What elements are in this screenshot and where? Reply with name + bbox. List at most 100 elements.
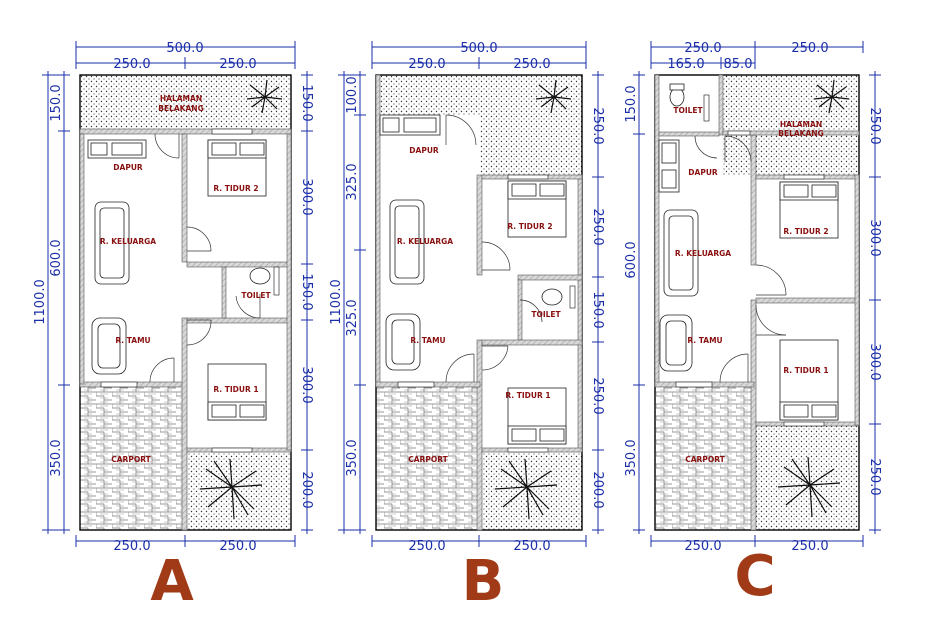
room-label: TOILET <box>241 291 271 300</box>
rear-yard-area <box>80 75 291 131</box>
room-label: CARPORT <box>685 455 725 464</box>
carport-paving <box>80 385 185 530</box>
plant-icon <box>777 79 850 518</box>
dimension-label: 200.0 <box>299 471 314 508</box>
room-label: R. TIDUR 1 <box>213 385 258 394</box>
dimension-label: 165.0 <box>667 57 704 72</box>
room-label: R. TAMU <box>115 336 150 345</box>
dimension-label: 250.0 <box>791 539 828 554</box>
dimension-label: 250.0 <box>867 107 882 144</box>
plant-icon <box>494 79 572 520</box>
dimension-label: 200.0 <box>590 471 605 508</box>
door-swings <box>445 114 543 383</box>
room-label: R. TIDUR 1 <box>783 366 828 375</box>
room-label: R. TAMU <box>687 336 722 345</box>
room-label: CARPORT <box>111 455 151 464</box>
room-label: HALAMAN <box>780 120 822 129</box>
dimension-label: 350.0 <box>624 439 639 476</box>
dimension-label: 250.0 <box>684 41 721 56</box>
dimension-label: 85.0 <box>724 57 753 72</box>
dimension-label: 250.0 <box>219 539 256 554</box>
room-label: R. TAMU <box>410 336 445 345</box>
room-label: TOILET <box>531 310 561 319</box>
toilet-icon <box>669 87 685 107</box>
dimension-label: 600.0 <box>624 241 639 278</box>
dimension-label: 1100.0 <box>329 279 344 325</box>
dimension-label: 150.0 <box>299 273 314 310</box>
windows <box>397 174 576 453</box>
room-label: TOILET <box>673 106 703 115</box>
room-label: R. TIDUR 2 <box>783 227 828 236</box>
room-label: DAPUR <box>113 163 143 172</box>
dimension-label: 250.0 <box>590 377 605 414</box>
dimension-lines <box>633 41 881 547</box>
room-label: BELAKANG <box>158 104 203 113</box>
front-garden-area <box>185 450 291 530</box>
plant-icon <box>199 79 283 520</box>
windows <box>675 94 825 427</box>
room-label: R. KELUARGA <box>675 249 731 258</box>
dimension-label: 300.0 <box>867 219 882 256</box>
dimension-label: 300.0 <box>867 343 882 380</box>
plan-a: HALAMAN BELAKANG DAPUR R. TIDUR 2 R. KEL… <box>33 41 314 614</box>
dimension-label: 250.0 <box>408 57 445 72</box>
plan-letter: B <box>462 549 505 614</box>
furniture <box>379 114 567 445</box>
toilet-icon <box>249 267 271 285</box>
windows <box>100 128 280 453</box>
dimension-label: 250.0 <box>113 57 150 72</box>
room-label: DAPUR <box>688 168 718 177</box>
room-label: R. TIDUR 1 <box>505 391 550 400</box>
dimension-label: 1100.0 <box>33 279 48 325</box>
front-garden-area <box>754 425 859 530</box>
room-label: R. TIDUR 2 <box>507 222 552 231</box>
dimension-label: 250.0 <box>590 107 605 144</box>
room-label: CARPORT <box>408 455 448 464</box>
carport-paving <box>655 387 754 530</box>
rear-yard-area <box>480 75 582 175</box>
dimension-label: 250.0 <box>791 41 828 56</box>
dimension-label: 250.0 <box>408 539 445 554</box>
dimension-label: 300.0 <box>299 178 314 215</box>
dimension-label: 300.0 <box>299 366 314 403</box>
dimension-label: 325.0 <box>345 163 360 200</box>
dimension-label: 150.0 <box>49 84 64 121</box>
room-label: R. TIDUR 2 <box>213 184 258 193</box>
dimension-label: 150.0 <box>590 291 605 328</box>
dimension-label: 350.0 <box>345 439 360 476</box>
room-label: DAPUR <box>409 146 439 155</box>
room-label: BELAKANG <box>778 129 823 138</box>
dimension-label: 150.0 <box>624 85 639 122</box>
furniture <box>87 139 271 421</box>
dimension-label: 250.0 <box>867 458 882 495</box>
dimension-label: 325.0 <box>345 299 360 336</box>
rear-yard-area <box>376 75 480 115</box>
dimension-lines <box>42 41 313 547</box>
dimension-lines <box>338 41 604 547</box>
dimension-label: 250.0 <box>513 539 550 554</box>
toilet-icon <box>541 288 563 306</box>
dimension-label: 100.0 <box>345 76 360 113</box>
front-garden-area <box>480 450 582 530</box>
carport-paving <box>376 385 480 530</box>
dimension-label: 250.0 <box>513 57 550 72</box>
dimension-label: 500.0 <box>460 41 497 56</box>
dimension-label: 600.0 <box>49 239 64 276</box>
door-swings <box>694 135 787 383</box>
dimension-label: 250.0 <box>113 539 150 554</box>
plan-c: TOILET HALAMAN BELAKANG DAPUR R. TIDUR 2… <box>624 41 882 609</box>
door-swings <box>149 133 261 383</box>
plan-letter: A <box>150 549 194 614</box>
room-label: HALAMAN <box>160 94 202 103</box>
dimension-label: 250.0 <box>684 539 721 554</box>
furniture <box>658 83 839 421</box>
dimension-label: 250.0 <box>219 57 256 72</box>
plan-letter: C <box>734 544 775 609</box>
dimension-label: 150.0 <box>299 84 314 121</box>
room-label: R. KELUARGA <box>397 237 453 246</box>
plan-b: DAPUR R. TIDUR 2 R. KELUARGA TOILET R. T… <box>329 41 605 614</box>
rear-yard-area <box>722 75 859 175</box>
dimension-label: 250.0 <box>590 208 605 245</box>
dimension-label: 500.0 <box>166 41 203 56</box>
